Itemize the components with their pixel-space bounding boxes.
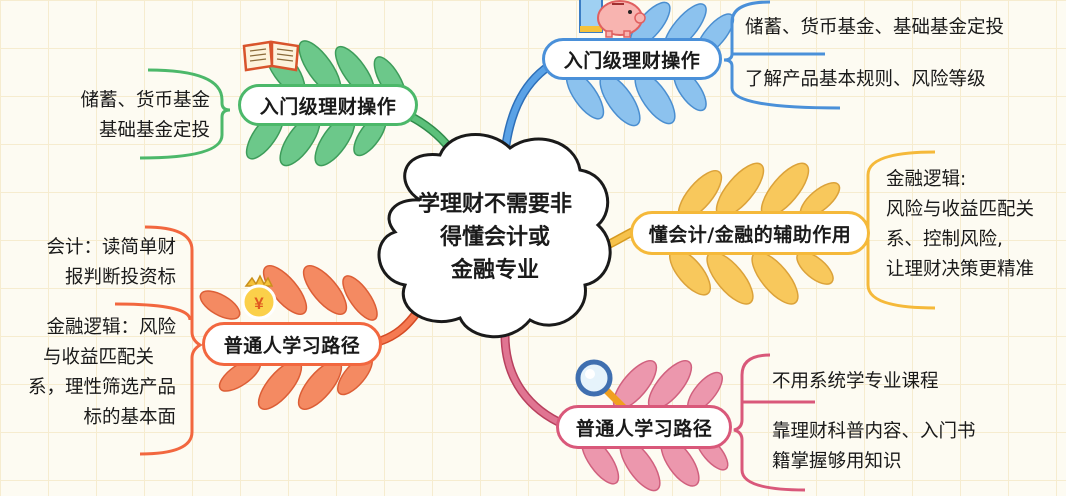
leaf-item: 籍掌握够用知识 <box>772 451 902 472</box>
leaf-item: 与收益匹配关 <box>42 347 154 368</box>
branch-label: 普通人学习路径 <box>575 417 713 440</box>
leaf-item: 靠理财科普内容、入门书 <box>772 421 976 442</box>
leaf-item: 金融逻辑：风险 <box>46 317 176 338</box>
leaves-top-right <box>565 1 735 127</box>
branch-item: 不用系统学专业课程 <box>772 371 939 392</box>
leaf-item: 风险与收益匹配关 <box>886 199 1035 220</box>
branch-label: 懂会计/金融的辅助作用 <box>648 223 852 246</box>
branch-items-bottom-right-multi: 靠理财科普内容、入门书 籍掌握够用知识 <box>772 417 976 477</box>
leaf-item: 金融逻辑: <box>886 169 967 190</box>
money-bag-icon: ¥ <box>241 274 277 320</box>
bracket-bottom-right <box>733 353 806 492</box>
central-topic-line: 得懂会计或 <box>439 225 550 250</box>
leaves-bottom-left <box>199 265 378 410</box>
branch-node-top-left[interactable]: 入门级理财操作 <box>238 84 418 126</box>
leaf-item: 系、控制风险, <box>886 229 1003 250</box>
branch-items-top-left: 储蓄、货币基金 基础基金定投 <box>40 86 210 146</box>
center-cloud <box>377 133 612 339</box>
piggy-bank-icon <box>579 0 646 38</box>
leaves-middle-right <box>669 162 841 305</box>
magnifier-icon <box>575 359 628 412</box>
bracket-top-right <box>723 0 841 110</box>
branch-items-bottom-left-finance: 金融逻辑：风险 与收益匹配关 系，理性筛选产品 标的基本面 <box>0 313 176 433</box>
branch-label: 入门级理财操作 <box>259 95 397 118</box>
leaf-item: 会计：读简单财 <box>46 237 176 258</box>
leaf-item: 储蓄、货币基金 <box>80 90 210 111</box>
central-topic: 学理财不需要非 得懂会计或 金融专业 <box>400 188 590 287</box>
bracket-top-left <box>139 68 231 160</box>
branch-item: 储蓄、货币基金、基础基金定投 <box>745 17 1005 38</box>
branch-label: 入门级理财操作 <box>563 49 701 72</box>
branch-items-middle-right: 金融逻辑: 风险与收益匹配关 系、控制风险, 让理财决策更精准 <box>886 165 1034 285</box>
open-book-icon <box>242 40 300 72</box>
branch-items-bottom-left-accounting: 会计：读简单财 报判断投资标 <box>0 233 176 293</box>
leaf-item: 标的基本面 <box>83 407 176 428</box>
branch-item: 了解产品基本规则、风险等级 <box>745 69 986 90</box>
branch-node-bottom-left[interactable]: 普通人学习路径 <box>202 322 382 366</box>
leaf-item: 系，理性筛选产品 <box>27 377 176 398</box>
branch-node-middle-right[interactable]: 懂会计/金融的辅助作用 <box>630 211 870 255</box>
svg-text:¥: ¥ <box>254 294 264 313</box>
bracket-bottom-left <box>139 225 203 456</box>
leaf-item: 基础基金定投 <box>98 120 210 141</box>
branch-label: 普通人学习路径 <box>223 334 361 357</box>
leaf-item: 报判断投资标 <box>64 267 176 288</box>
branch-node-top-right[interactable]: 入门级理财操作 <box>542 38 722 80</box>
branch-node-bottom-right[interactable]: 普通人学习路径 <box>556 405 732 449</box>
leaves-top-left <box>245 40 407 167</box>
leaf-item: 让理财决策更精准 <box>886 259 1035 280</box>
central-topic-line: 金融专业 <box>450 258 539 283</box>
central-topic-line: 学理财不需要非 <box>417 192 572 217</box>
